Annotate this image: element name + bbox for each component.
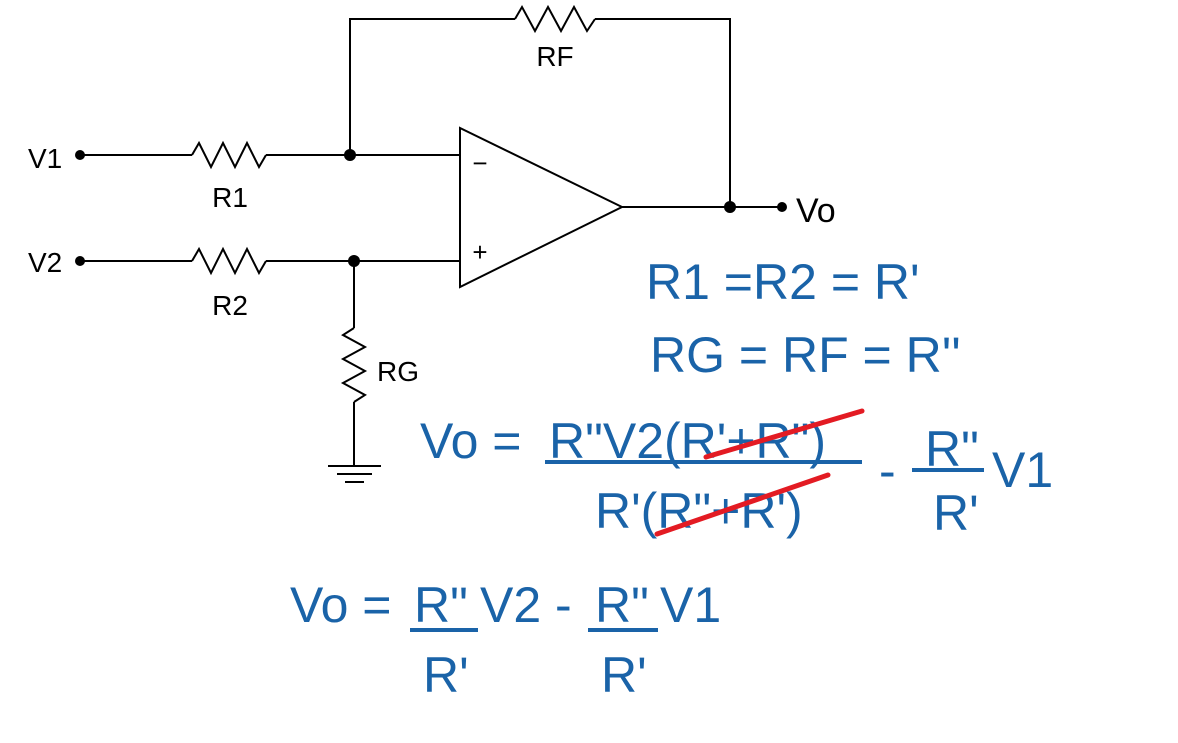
label-r2: R2 xyxy=(212,290,248,321)
simple-eq-lhs: Vo = xyxy=(290,577,392,633)
full-eq-minus: - xyxy=(879,443,896,499)
resistor-r1 xyxy=(191,140,267,170)
equations: R1 =R2 = R' RG = RF = R'' Vo = R"V2(R'+R… xyxy=(290,254,1053,703)
full-eq-term2-denominator: R' xyxy=(933,485,979,541)
label-rg: RG xyxy=(377,356,419,387)
node-output-junction xyxy=(724,201,736,213)
resistor-r2 xyxy=(191,246,267,276)
circuit: RF V1 R1 V2 R2 RG − + xyxy=(28,4,836,483)
op-amp-triangle-icon xyxy=(459,126,625,289)
equation-r1-r2: R1 =R2 = R' xyxy=(646,254,920,310)
label-vo: Vo xyxy=(796,192,836,230)
resistor-rf xyxy=(514,4,596,34)
simple-eq-term2-denominator: R' xyxy=(601,647,647,703)
label-v1: V1 xyxy=(28,143,62,174)
simple-eq-term2-numerator: R" xyxy=(595,577,649,633)
full-eq-lhs: Vo = xyxy=(420,413,522,469)
label-v2: V2 xyxy=(28,247,62,278)
node-vo xyxy=(777,202,787,212)
label-rf: RF xyxy=(536,41,573,72)
resistor-rg xyxy=(340,327,368,403)
simple-eq-term1-denominator: R' xyxy=(423,647,469,703)
ground-icon xyxy=(328,465,381,483)
equation-rg-rf: RG = RF = R'' xyxy=(650,327,961,383)
strike-numerator xyxy=(703,408,865,460)
strike-denominator xyxy=(654,472,831,537)
op-amp-plus-sign: + xyxy=(472,237,487,267)
op-amp-minus-sign: − xyxy=(472,148,487,178)
full-eq-term2-numerator: R" xyxy=(925,421,979,477)
simple-eq-term1-numerator: R" xyxy=(414,577,468,633)
simple-eq-term1-tail: V2 - xyxy=(480,577,572,633)
feedback-wire xyxy=(349,18,731,207)
simple-eq-term2-tail: V1 xyxy=(660,577,721,633)
full-eq-term2-tail: V1 xyxy=(992,442,1053,498)
label-r1: R1 xyxy=(212,182,248,213)
full-eq-numerator: R"V2(R'+R") xyxy=(549,413,826,469)
full-eq-denominator: R'(R"+R') xyxy=(595,483,803,539)
